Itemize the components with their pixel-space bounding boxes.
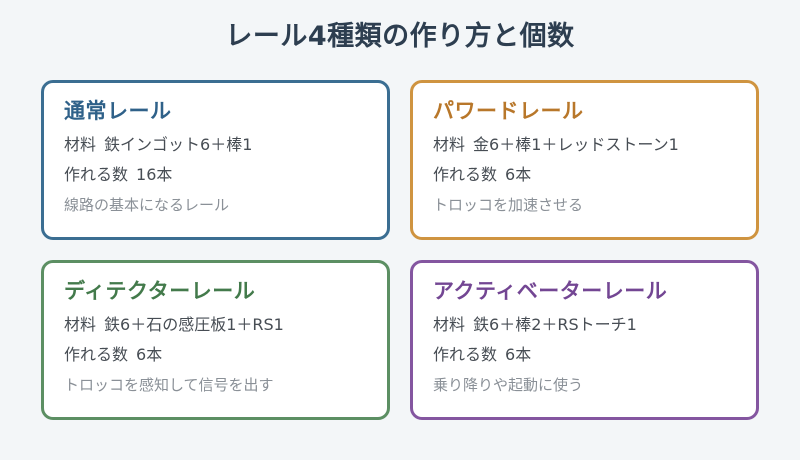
card-note: トロッコを感知して信号を出す: [64, 376, 274, 394]
material-label: 材料: [64, 315, 97, 334]
yield-label: 作れる数: [64, 165, 129, 184]
card-normal-rail: 通常レール 材料鉄インゴット6＋棒1 作れる数 16本 線路の基本になるレール: [41, 80, 390, 240]
card-title: 通常レール: [64, 99, 172, 123]
material-value: 鉄インゴット6＋棒1: [104, 135, 253, 154]
card-title: パワードレール: [433, 99, 584, 123]
yield-line: 作れる数 6本: [433, 345, 756, 365]
yield-line: 作れる数 16本: [64, 165, 387, 185]
material-label: 材料: [433, 315, 466, 334]
material-value: 鉄6＋石の感圧板1＋RS1: [104, 315, 284, 334]
yield-label: 作れる数: [433, 165, 498, 184]
material-line: 材料鉄6＋棒2＋RSトーチ1: [433, 315, 756, 335]
page-title: レール4種類の作り方と個数: [225, 21, 575, 52]
card-note: トロッコを加速させる: [433, 196, 584, 214]
yield-label: 作れる数: [433, 345, 498, 364]
card-note: 線路の基本になるレール: [64, 196, 230, 214]
material-line: 材料鉄インゴット6＋棒1: [64, 135, 387, 155]
material-value: 金6＋棒1＋レッドストーン1: [473, 135, 679, 154]
card-powered-rail: パワードレール 材料金6＋棒1＋レッドストーン1 作れる数 6本 トロッコを加速さ…: [410, 80, 759, 240]
material-value: 鉄6＋棒2＋RSトーチ1: [473, 315, 637, 334]
yield-line: 作れる数 6本: [433, 165, 756, 185]
yield-value: 16本: [136, 165, 173, 184]
yield-value: 6本: [505, 165, 532, 184]
card-title: アクティベーターレール: [433, 279, 668, 303]
card-detector-rail: ディテクターレール 材料鉄6＋石の感圧板1＋RS1 作れる数 6本 トロッコを感知…: [41, 260, 390, 420]
material-label: 材料: [433, 135, 466, 154]
yield-value: 6本: [505, 345, 532, 364]
yield-label: 作れる数: [64, 345, 129, 364]
card-note: 乗り降りや起動に使う: [433, 376, 584, 394]
card-title: ディテクターレール: [64, 279, 256, 303]
card-activator-rail: アクティベーターレール 材料鉄6＋棒2＋RSトーチ1 作れる数 6本 乗り降りや起…: [410, 260, 759, 420]
material-label: 材料: [64, 135, 97, 154]
yield-line: 作れる数 6本: [64, 345, 387, 365]
material-line: 材料鉄6＋石の感圧板1＋RS1: [64, 315, 387, 335]
material-line: 材料金6＋棒1＋レッドストーン1: [433, 135, 756, 155]
yield-value: 6本: [136, 345, 163, 364]
